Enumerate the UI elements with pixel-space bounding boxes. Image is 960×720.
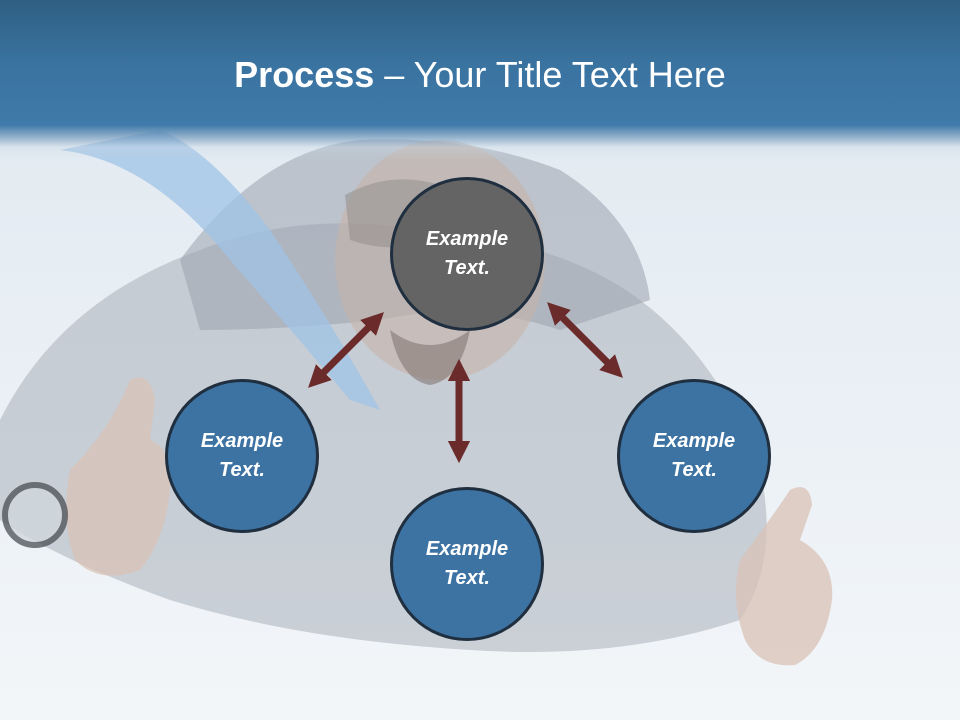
thumbs-up-icon — [66, 377, 171, 576]
process-node-bottom: Example Text. — [390, 487, 544, 641]
node-right-line2: Text. — [671, 459, 717, 481]
arrow-center-right — [547, 302, 623, 378]
node-right-line1: Example — [652, 430, 736, 452]
process-node-center: Example Text. — [390, 177, 544, 331]
process-node-left: Example Text. — [165, 379, 319, 533]
node-center-line1: Example — [425, 228, 509, 250]
title-rest: Your Title Text Here — [413, 54, 726, 95]
title-bar — [0, 0, 960, 160]
title-bold: Process — [234, 54, 375, 95]
node-bottom-line2: Text. — [444, 567, 490, 589]
node-left-line2: Text. — [219, 459, 265, 481]
arrow-center-left — [308, 312, 384, 388]
node-left-line1: Example — [200, 430, 284, 452]
title-separator: – — [374, 54, 414, 95]
process-node-right: Example Text. — [617, 379, 771, 533]
node-center-line2: Text. — [444, 257, 490, 279]
wristwatch-icon — [2, 482, 68, 548]
node-bottom-line1: Example — [425, 538, 509, 560]
slide-title: Process – Your Title Text Here — [0, 52, 960, 98]
